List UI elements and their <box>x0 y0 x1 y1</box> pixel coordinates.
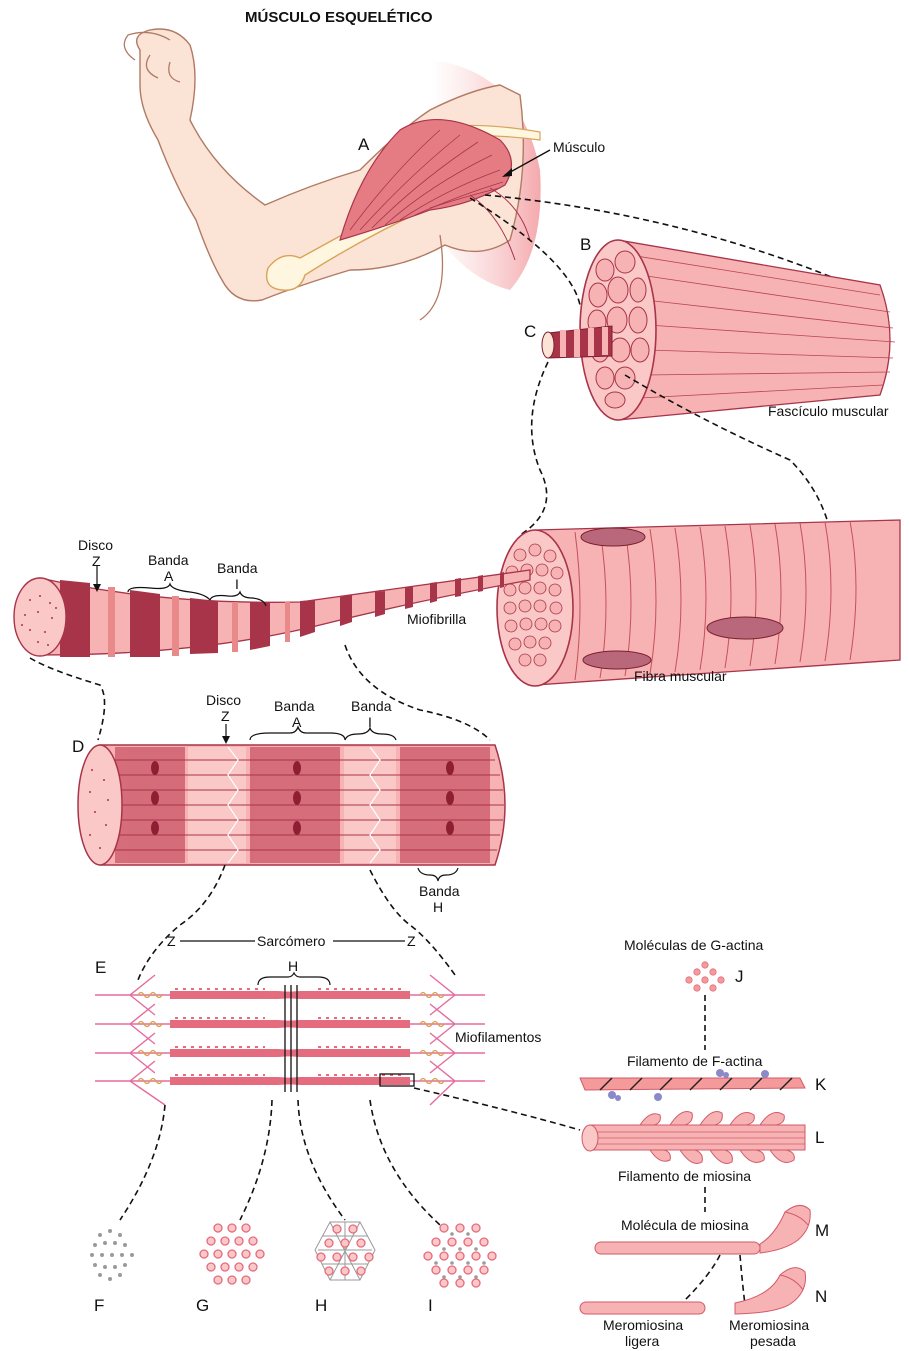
arm-illustration <box>124 29 540 320</box>
label-disco-z-2: Disco <box>206 692 241 708</box>
label-mero-pesada-2: pesada <box>750 1333 796 1349</box>
connector-myofibril-d-right <box>345 645 490 740</box>
label-z-1: Z <box>92 553 101 569</box>
connector-e-l <box>414 1088 580 1130</box>
label-z-right: Z <box>407 933 416 949</box>
label-i-1: I <box>235 576 239 592</box>
label-g-actina: Moléculas de G-actina <box>624 937 764 953</box>
label-banda-a-1: Banda <box>148 552 189 568</box>
connector-e-g <box>240 1100 272 1220</box>
label-banda-i-2: Banda <box>351 698 392 714</box>
label-b: B <box>580 235 591 254</box>
detail-bracket-h <box>418 868 458 881</box>
label-miosina-mol: Molécula de miosina <box>621 1217 749 1233</box>
label-a: A <box>358 135 370 154</box>
cross-section-g <box>200 1224 264 1284</box>
label-fibra: Fibra muscular <box>634 668 727 684</box>
connector-e-h <box>298 1100 345 1220</box>
label-mero-pesada-1: Meromiosina <box>729 1317 809 1333</box>
label-mero-ligera-1: Meromiosina <box>603 1317 683 1333</box>
connector-m-pesada <box>740 1255 745 1305</box>
label-h: H <box>315 1296 327 1315</box>
connector-d-e-left <box>138 865 225 980</box>
f-actin-filament <box>580 1069 805 1101</box>
label-sarcomero: Sarcómero <box>257 933 326 949</box>
label-banda-a-2: Banda <box>274 698 315 714</box>
detail-bracket-i <box>345 728 396 740</box>
label-z-2: Z <box>221 708 230 724</box>
muscle-fiber <box>497 520 900 686</box>
label-a-1: A <box>164 568 174 584</box>
diagram-title: MÚSCULO ESQUELÉTICO <box>245 8 433 26</box>
label-i: I <box>428 1296 433 1315</box>
label-mero-ligera-2: ligera <box>625 1333 659 1349</box>
sarcomere-h-bracket <box>258 973 330 985</box>
label-banda-i-1: Banda <box>217 560 258 576</box>
label-l: L <box>815 1128 824 1147</box>
label-e: E <box>95 958 106 977</box>
sarcomere-filaments <box>95 975 485 1105</box>
myofibril-detail <box>78 745 505 865</box>
label-z-left: Z <box>167 933 176 949</box>
label-h-2: H <box>288 958 298 974</box>
connector-fascicle-fiber-left <box>520 362 548 535</box>
label-miosina-fil: Filamento de miosina <box>618 1168 751 1184</box>
connector-m-ligera <box>685 1255 720 1300</box>
label-j: J <box>735 967 744 986</box>
label-miofibrilla: Miofibrilla <box>407 611 466 627</box>
meromyosin-heavy <box>735 1268 806 1314</box>
label-m: M <box>815 1221 829 1240</box>
label-f-actina: Filamento de F-actina <box>627 1053 763 1069</box>
label-h-1: H <box>433 899 443 915</box>
cross-section-i <box>424 1224 496 1287</box>
label-disco-z-1: Disco <box>78 537 113 553</box>
connector-e-i <box>370 1100 440 1225</box>
label-f: F <box>94 1296 104 1315</box>
label-d: D <box>72 737 84 756</box>
g-actin-molecules <box>686 962 724 991</box>
label-k: K <box>815 1075 827 1094</box>
label-a-2: A <box>292 714 302 730</box>
connector-e-f <box>120 1105 165 1220</box>
label-miofilamentos: Miofilamentos <box>455 1029 541 1045</box>
myosin-filament <box>582 1112 805 1164</box>
meromyosin-light <box>580 1302 705 1314</box>
cross-section-h <box>315 1222 375 1280</box>
label-fasciculo: Fascículo muscular <box>768 403 889 419</box>
label-banda-h: Banda <box>419 883 460 899</box>
label-musculo: Músculo <box>553 139 605 155</box>
connector-myofibril-d-left <box>30 658 105 740</box>
label-c: C <box>524 322 536 341</box>
muscle-fascicle <box>542 240 895 420</box>
label-n: N <box>815 1287 827 1306</box>
cross-section-f <box>90 1229 134 1281</box>
label-g: G <box>196 1296 209 1315</box>
disco-z-2-arrowhead <box>222 736 230 744</box>
detail-bracket-a <box>250 727 345 740</box>
